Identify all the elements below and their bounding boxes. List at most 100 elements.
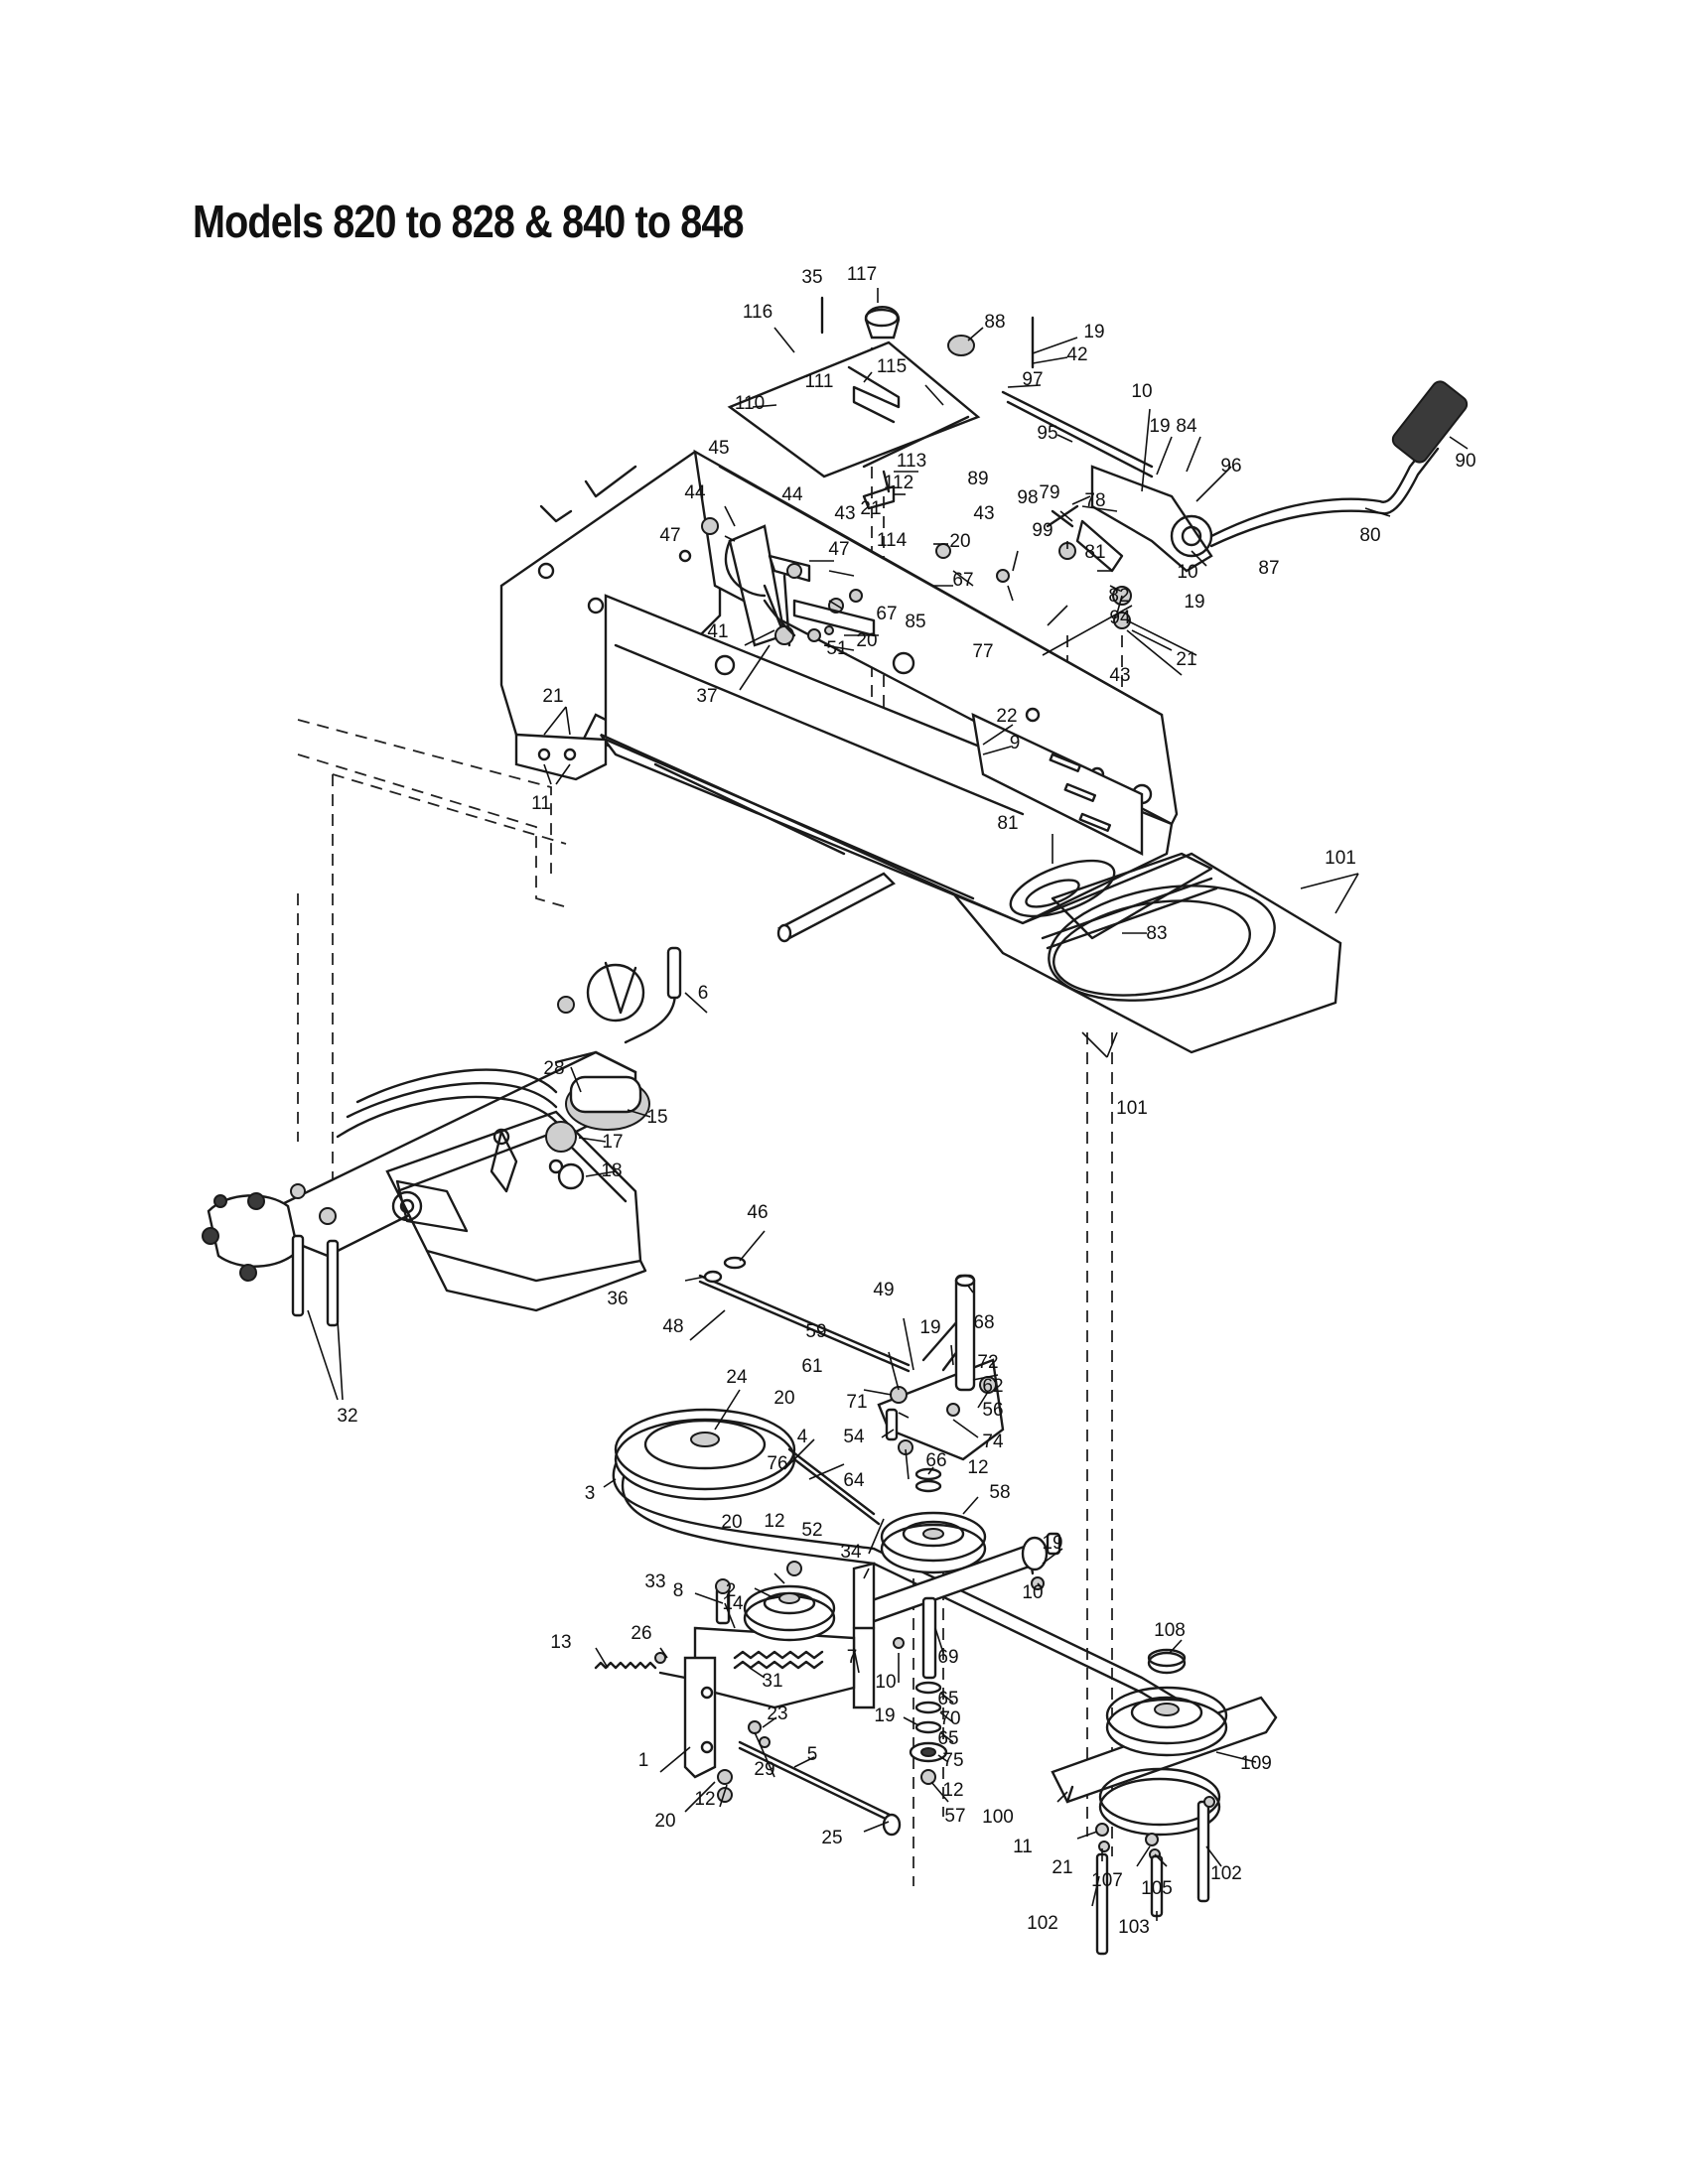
callout-label: 26 — [631, 1623, 651, 1644]
callout-label: 66 — [925, 1450, 946, 1471]
callout-label: 72 — [977, 1352, 998, 1373]
pivot-bracket-assembly — [701, 517, 1010, 647]
callout-label: 31 — [762, 1671, 782, 1692]
callout-label: 20 — [773, 1388, 794, 1409]
callout-label: 19 — [1184, 592, 1204, 613]
callout-label: 12 — [967, 1457, 988, 1478]
callout-label: 20 — [856, 630, 877, 651]
callout-label: 21 — [1052, 1857, 1072, 1878]
callout-label: 11 — [531, 793, 551, 814]
callout-label: 15 — [646, 1107, 667, 1128]
callout-label: 19 — [1149, 416, 1170, 437]
callout-label: 99 — [1032, 520, 1052, 541]
callout-label: 43 — [973, 503, 994, 524]
callout-label: 62 — [982, 1376, 1003, 1397]
callout-label: 101 — [1325, 848, 1356, 869]
callout-label: 44 — [781, 484, 803, 505]
callout-label: 115 — [877, 356, 907, 377]
callout-label: 81 — [1084, 542, 1105, 563]
callout-label: 69 — [937, 1647, 958, 1668]
callout-label: 13 — [550, 1632, 571, 1653]
callout-label: 34 — [840, 1542, 862, 1563]
chassis-frame — [499, 449, 1342, 1054]
callout-label: 24 — [726, 1367, 748, 1388]
callout-label: 85 — [905, 612, 925, 632]
callout-label: 52 — [801, 1520, 822, 1541]
callout-label: 58 — [989, 1482, 1010, 1503]
callout-label: 47 — [828, 539, 849, 560]
callout-label: 49 — [873, 1280, 894, 1300]
callout-label: 83 — [1146, 923, 1167, 944]
callout-label: 44 — [684, 482, 706, 503]
callout-label: 20 — [949, 531, 970, 552]
callout-label: 57 — [944, 1806, 965, 1827]
callout-label: 82 — [1108, 586, 1129, 607]
leader-lines — [307, 288, 1469, 1921]
callout-label: 19 — [1083, 322, 1104, 342]
callout-label: 3 — [585, 1483, 596, 1504]
callout-label: 23 — [767, 1704, 787, 1724]
callout-label: 116 — [743, 302, 772, 323]
callout-label: 25 — [821, 1828, 842, 1848]
callout-label: 48 — [662, 1316, 683, 1337]
callout-label: 108 — [1154, 1620, 1186, 1641]
callout-label: 21 — [860, 498, 881, 519]
callout-label: 74 — [982, 1432, 1004, 1452]
callout-label: 14 — [722, 1593, 744, 1614]
callout-label: 65 — [937, 1689, 958, 1709]
callout-label: 21 — [1176, 649, 1196, 670]
callout-label: 113 — [897, 451, 926, 472]
callout-label: 61 — [801, 1356, 822, 1377]
drive-assembly — [594, 1256, 1278, 1956]
callout-label: 117 — [847, 264, 877, 285]
callout-label: 12 — [942, 1780, 963, 1801]
callout-label: 33 — [644, 1571, 665, 1592]
callout-label: 47 — [659, 525, 680, 546]
callout-label: 8 — [673, 1580, 684, 1601]
callout-label: 9 — [1010, 733, 1021, 753]
transaxle-assembly — [202, 946, 682, 1327]
callout-label: 101 — [1116, 1098, 1148, 1119]
callout-label: 67 — [876, 604, 897, 624]
callout-label: 94 — [1109, 608, 1131, 628]
callout-label: 11 — [1013, 1837, 1033, 1857]
callout-label: 36 — [607, 1289, 628, 1309]
callout-label: 76 — [767, 1453, 787, 1474]
callout-label: 102 — [1027, 1913, 1058, 1934]
callout-label: 7 — [847, 1647, 858, 1668]
callout-label: 10 — [1131, 381, 1152, 402]
callout-label: 84 — [1176, 416, 1197, 437]
callout-label: 19 — [874, 1706, 895, 1726]
callout-label: 112 — [884, 473, 913, 493]
callout-label: 2 — [726, 1580, 737, 1601]
shift-plate-assembly — [727, 296, 1035, 510]
callout-label: 107 — [1091, 1870, 1123, 1891]
callout-label: 6 — [698, 983, 709, 1004]
callout-label: 20 — [654, 1811, 675, 1832]
lift-lever-assembly — [1001, 380, 1469, 629]
callout-label: 105 — [1141, 1878, 1173, 1899]
callout-label: 37 — [696, 686, 717, 707]
callout-label: 54 — [843, 1427, 865, 1447]
callout-label: 75 — [942, 1750, 963, 1771]
callout-label: 42 — [1066, 344, 1087, 365]
callout-label: 18 — [601, 1160, 622, 1181]
callout-label: 19 — [919, 1317, 940, 1338]
callout-label: 89 — [967, 469, 988, 489]
callout-label: 81 — [997, 813, 1018, 834]
callout-label: 51 — [826, 638, 847, 659]
callout-label: 29 — [754, 1759, 774, 1780]
callout-label: 87 — [1258, 558, 1279, 579]
callout-label: 12 — [694, 1789, 715, 1810]
callout-label: 56 — [982, 1400, 1003, 1421]
diagram-title: Models 820 to 828 & 840 to 848 — [193, 196, 745, 247]
callout-label: 71 — [846, 1392, 867, 1413]
callout-label: 78 — [1084, 490, 1105, 511]
callout-label: 65 — [937, 1728, 958, 1749]
callout-label: 17 — [602, 1132, 623, 1153]
callout-label: 45 — [708, 438, 729, 459]
callout-label: 80 — [1359, 525, 1380, 546]
callout-label: 35 — [801, 267, 822, 288]
